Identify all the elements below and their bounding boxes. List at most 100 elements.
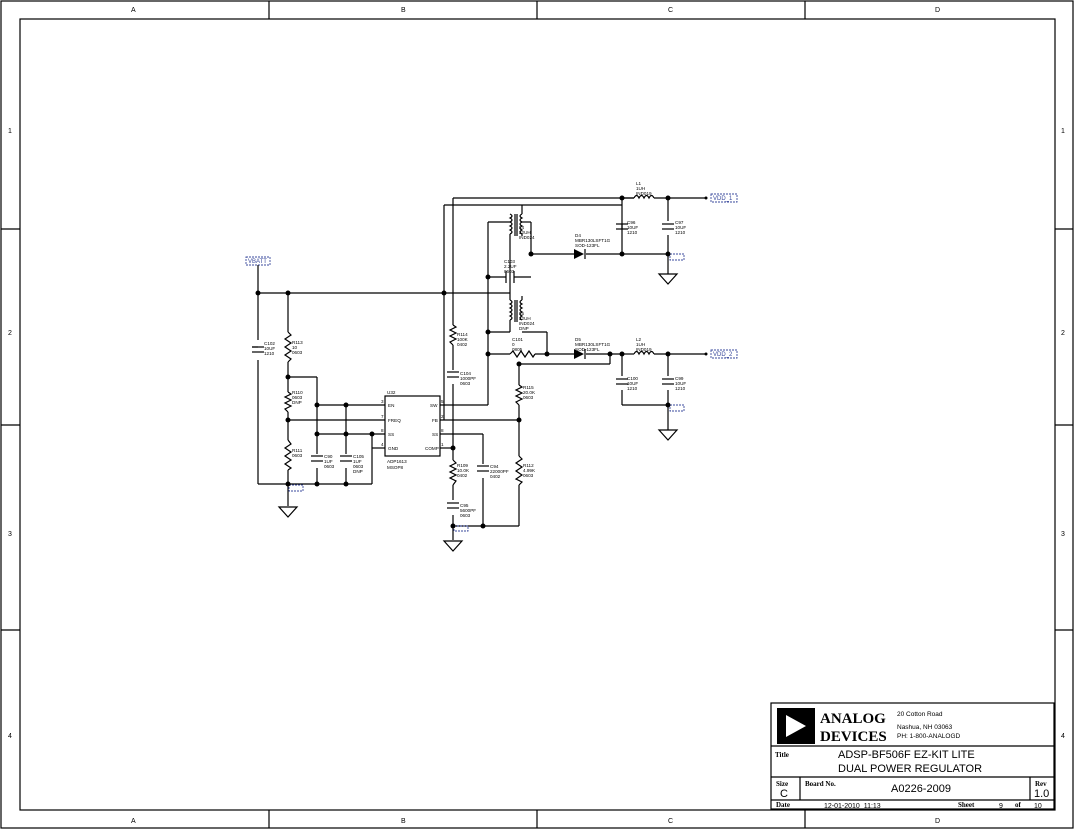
- c100-pkg: 1210: [627, 386, 638, 391]
- l2-value: 1UH: [636, 342, 645, 347]
- net-vdd-1: VDD_1: [704, 193, 738, 203]
- c104-ref: C104: [460, 371, 471, 376]
- l5-winding-a: [508, 299, 513, 321]
- l2-pkg: IND019: [636, 347, 652, 352]
- l1-ref: L1: [636, 181, 642, 186]
- l4-winding-a: [508, 213, 513, 235]
- zone-col-a-bottom: A: [131, 818, 136, 825]
- r113-value: 10: [292, 345, 298, 350]
- net-vbatt-label: VBATT: [248, 259, 267, 265]
- c103-ref: C103: [504, 259, 515, 264]
- c97-pkg: 1210: [675, 230, 686, 235]
- zone-col-a-top: A: [131, 7, 136, 14]
- c90-pkg: 0603: [324, 464, 335, 469]
- r115-value: 20.0K: [523, 390, 536, 395]
- zone-row-1-right: 1: [1061, 128, 1065, 135]
- diodes: [574, 249, 586, 359]
- ic-pinnum-en: 3: [381, 399, 384, 404]
- logo-line1: ANALOG: [820, 711, 886, 727]
- zone-col-c-bottom: C: [668, 818, 673, 825]
- d5-pkg: SOD-123FL: [575, 347, 600, 352]
- ground-center: [442, 540, 464, 552]
- l1-value: 1UH: [636, 186, 645, 191]
- c101-value: 0: [512, 342, 515, 347]
- resistors: [283, 324, 536, 486]
- r109-body: [448, 459, 458, 486]
- ic-ref: U32: [387, 390, 396, 395]
- l4-winding-b: [519, 213, 524, 235]
- circuit: VBATT: [245, 181, 738, 552]
- d5-value: MBR130LSFT1G: [575, 342, 611, 347]
- zone-col-b-top: B: [401, 7, 406, 14]
- capacitors: [252, 223, 674, 509]
- junctions: [255, 195, 671, 529]
- r114-value: 100K: [457, 337, 469, 342]
- date-value: 12-01-2010_11:13: [824, 803, 881, 810]
- r112-value: 4.99K: [523, 468, 536, 473]
- c99-ref: C99: [675, 376, 684, 381]
- c101-pkg: 0805: [512, 347, 523, 352]
- ic-pin-sw: SW: [430, 403, 438, 408]
- c96-ref: C96: [627, 220, 636, 225]
- ic-pin-comp: COMP: [425, 446, 439, 451]
- ic-pinnum-fb: 2: [441, 414, 444, 419]
- c105-value: 1UF: [353, 459, 362, 464]
- r110-value: 0603: [292, 395, 303, 400]
- net-vdd-2-label: VDD_2: [713, 352, 733, 358]
- r111-value: 0603: [292, 453, 303, 458]
- of-caption: of: [1015, 801, 1022, 809]
- ic-pinnum-sw: 5: [441, 399, 444, 404]
- ic-pin-fb: FB: [432, 418, 438, 423]
- c95-value: 5600PF: [460, 508, 476, 513]
- l4-ref: L4: [519, 225, 525, 230]
- ic-pinnum-ss-right: 8: [441, 428, 444, 433]
- r112-pkg: 0603: [523, 473, 534, 478]
- l1-winding: [633, 194, 655, 200]
- ground-bottom-right: [657, 429, 679, 441]
- rev-value: 1.0: [1034, 788, 1049, 800]
- ic-package: MSOP8: [387, 465, 404, 470]
- r111-body: [283, 439, 293, 471]
- l2-winding: [633, 350, 655, 356]
- c105-pkg: 0603: [353, 464, 364, 469]
- r114-pkg: 0402: [457, 342, 468, 347]
- ground-net-tags: [288, 253, 685, 532]
- ic-pin-freq: FREQ: [388, 418, 401, 423]
- c102-value: 10UF: [264, 346, 275, 351]
- d4-pkg: SOD-123FL: [575, 243, 600, 248]
- l5-ref: L5: [519, 311, 525, 316]
- wires: [257, 197, 706, 540]
- title-caption: Title: [775, 751, 789, 759]
- r110-ref: R110: [292, 390, 303, 395]
- r113-pkg: 0603: [292, 350, 303, 355]
- c99-value: 10UF: [675, 381, 686, 386]
- c103-pkg: 0603: [504, 269, 515, 274]
- c100-ref: C100: [627, 376, 638, 381]
- r113-ref: R113: [292, 340, 303, 345]
- address-line3: PH: 1-800-ANALOGD: [897, 733, 961, 740]
- l2-ref: L2: [636, 337, 642, 342]
- ic-pin-en: EN: [388, 403, 394, 408]
- c102-ref: C102: [264, 341, 275, 346]
- zone-col-b-bottom: B: [401, 818, 406, 825]
- sheet-number: 9: [999, 803, 1003, 810]
- r110-pkg: DNP: [292, 400, 302, 405]
- zone-row-4-left: 4: [8, 733, 12, 740]
- c101-body: [509, 349, 536, 359]
- r114-ref: R114: [457, 332, 468, 337]
- ground-top-right: [657, 273, 679, 285]
- sheet-caption: Sheet: [958, 801, 975, 809]
- l5-winding-b: [519, 299, 524, 321]
- address-line1: 20 Cotton Road: [897, 711, 943, 718]
- net-vdd-2: VDD_2: [704, 349, 738, 359]
- ground-left: [277, 506, 299, 518]
- l4-pkg: IND024: [519, 235, 535, 240]
- r113-body: [283, 331, 293, 363]
- r109-value: 10.0K: [457, 468, 470, 473]
- zone-col-d-bottom: D: [935, 818, 940, 825]
- r111-ref: R111: [292, 448, 303, 453]
- c104-value: 1000PF: [460, 376, 476, 381]
- c95-ref: C95: [460, 503, 469, 508]
- net-vbatt: VBATT: [245, 256, 271, 293]
